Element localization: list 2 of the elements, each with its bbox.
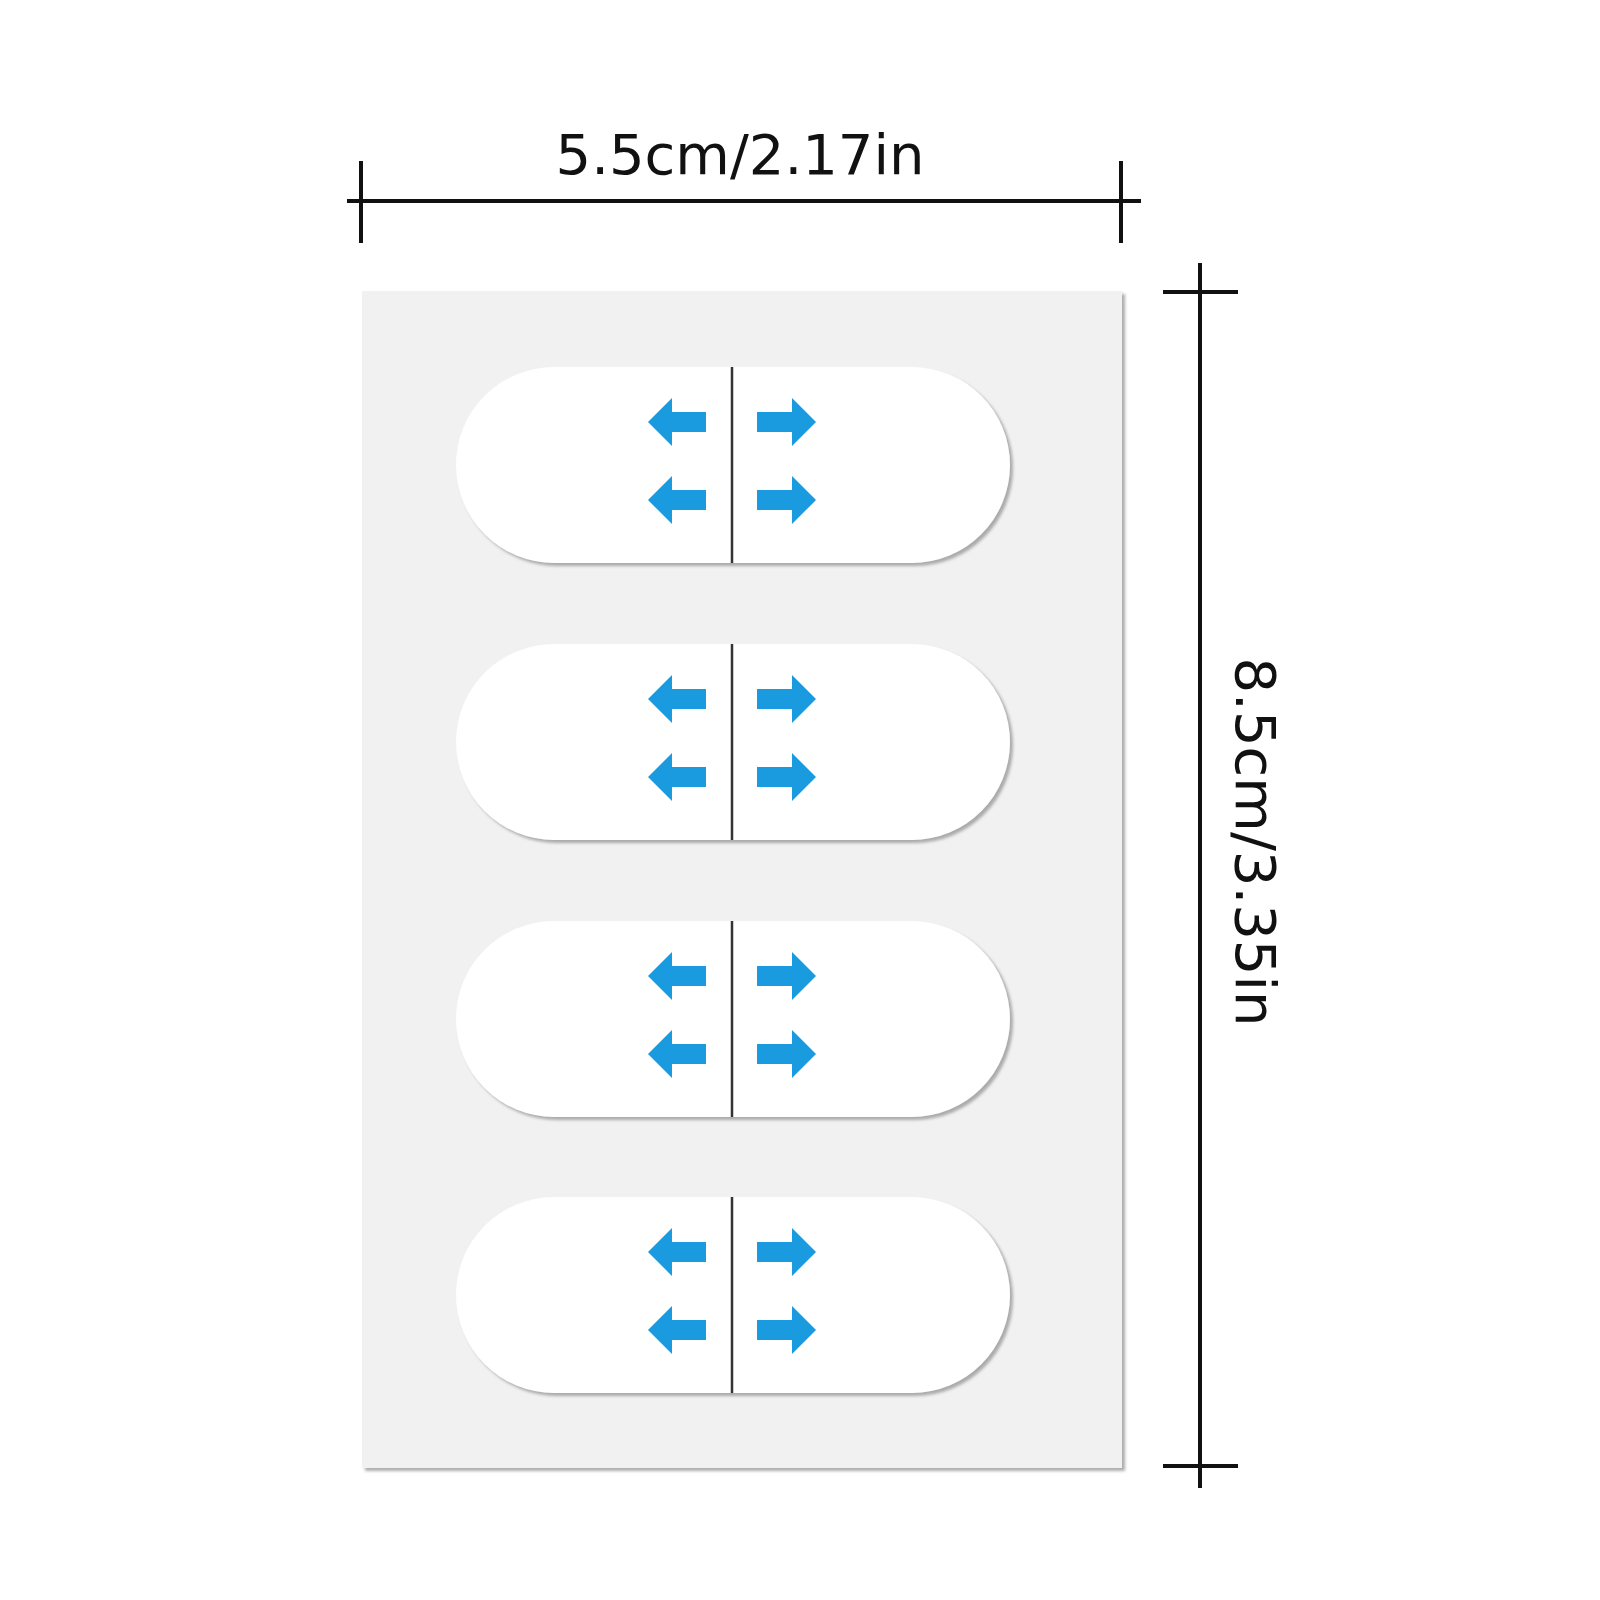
dimension-label: 5.5cm/2.17in bbox=[555, 127, 925, 183]
dimension-label: 8.5cm/3.35in bbox=[1226, 657, 1282, 1027]
